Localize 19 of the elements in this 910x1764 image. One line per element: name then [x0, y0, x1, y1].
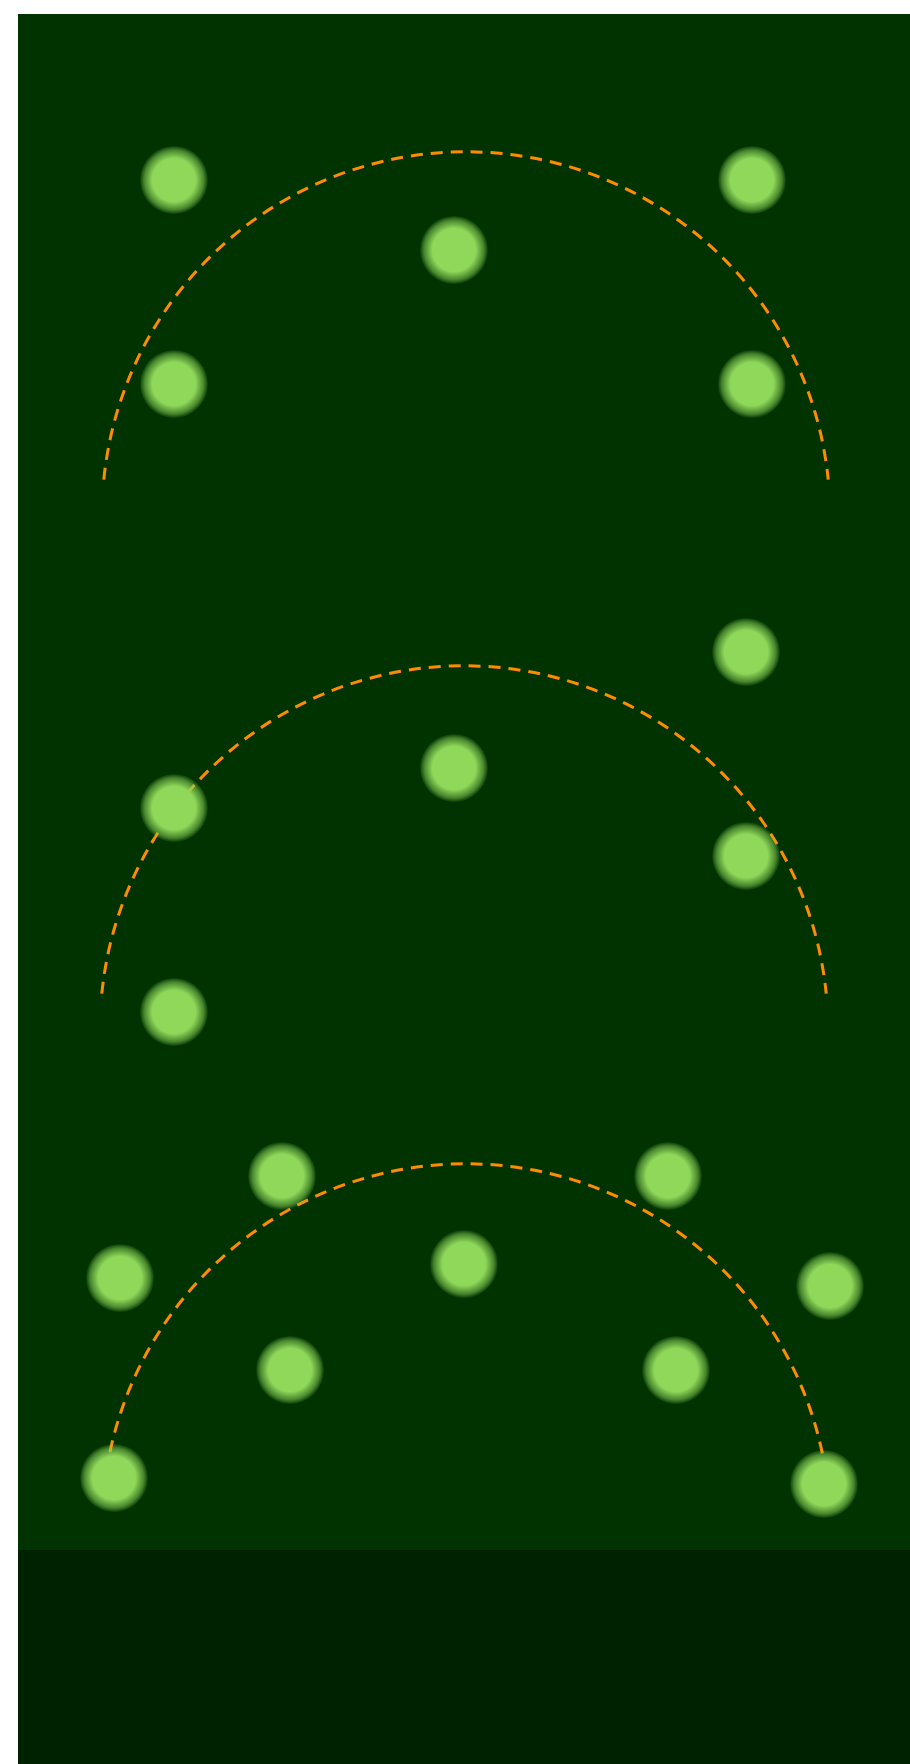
glowing-dot	[86, 1244, 154, 1312]
glowing-dot	[712, 822, 780, 890]
glowing-dot	[420, 216, 488, 284]
glowing-dot	[634, 1142, 702, 1210]
glowing-dot	[140, 774, 208, 842]
glowing-dot	[80, 1444, 148, 1512]
glowing-dot	[430, 1230, 498, 1298]
glowing-dot	[140, 978, 208, 1046]
glowing-dot	[718, 350, 786, 418]
glowing-dot	[642, 1336, 710, 1404]
glowing-dot	[790, 1450, 858, 1518]
glowing-dot	[718, 146, 786, 214]
glowing-dot	[712, 618, 780, 686]
glowing-dot	[140, 146, 208, 214]
glowing-dot	[140, 350, 208, 418]
glowing-dot	[420, 734, 488, 802]
glowing-dot	[256, 1336, 324, 1404]
glowing-dot	[796, 1252, 864, 1320]
glowing-dot	[248, 1142, 316, 1210]
